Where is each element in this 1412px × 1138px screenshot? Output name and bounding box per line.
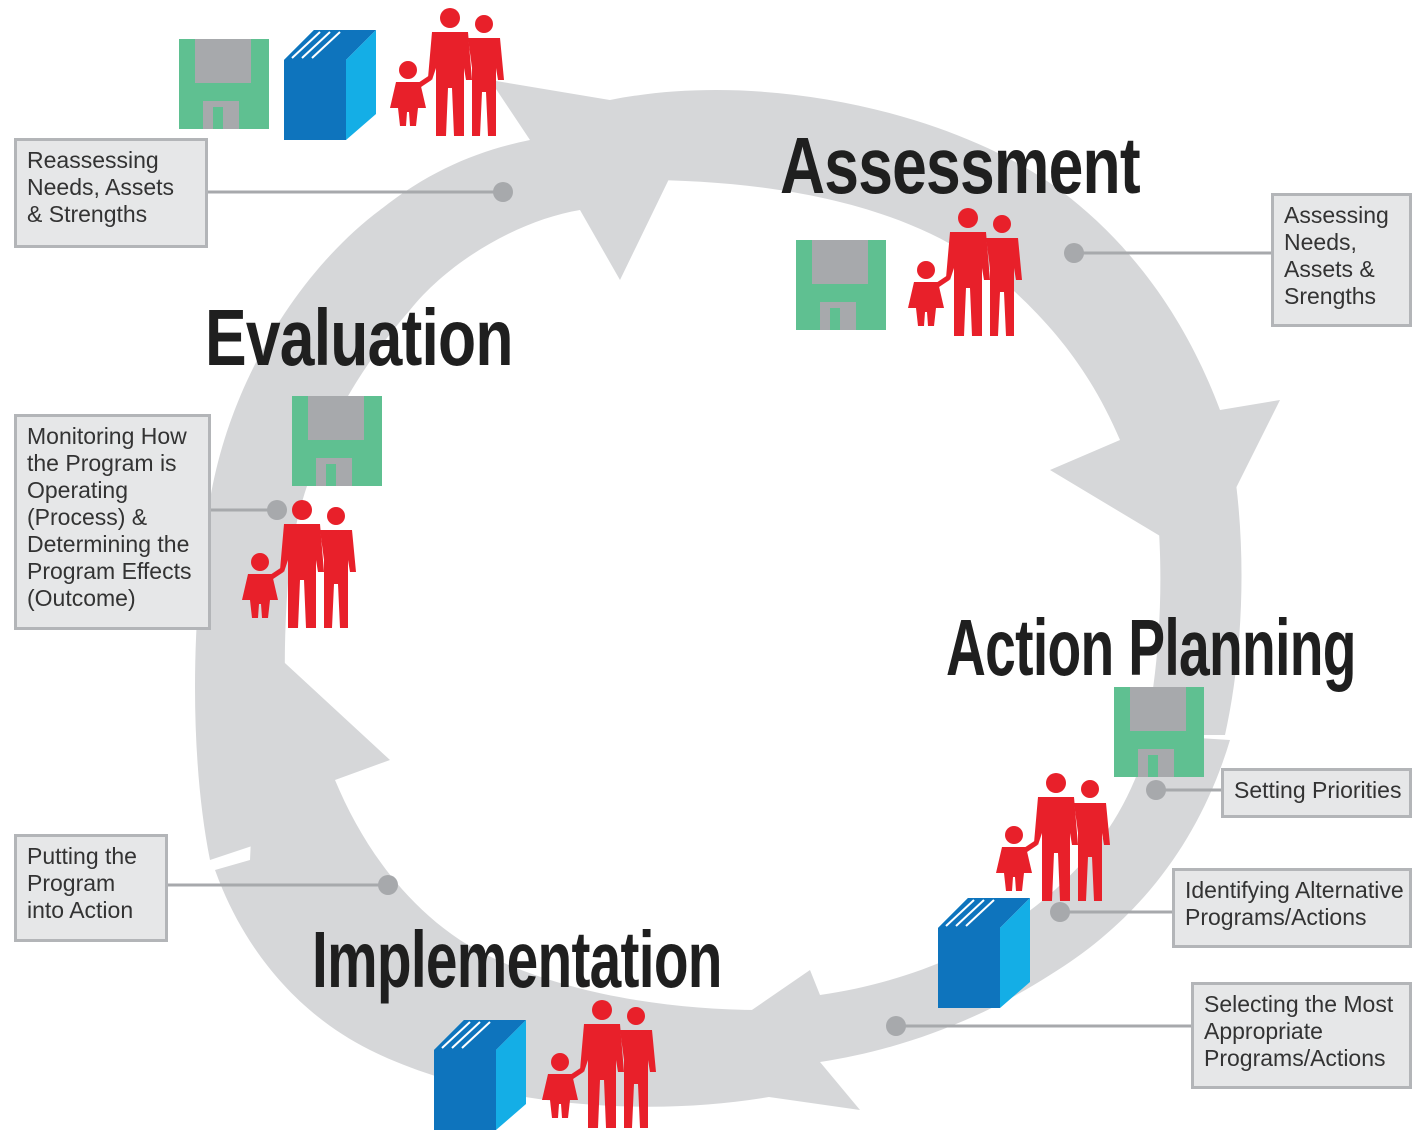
stage-title-evaluation: Evaluation xyxy=(205,293,514,382)
book-icon xyxy=(433,1019,527,1131)
callout-line: Determining the xyxy=(27,531,190,557)
arrow-evaluation xyxy=(195,80,700,860)
dot-selecting xyxy=(886,1016,906,1036)
dot-putting xyxy=(378,875,398,895)
book-icon xyxy=(283,29,377,141)
dot-monitoring xyxy=(267,500,287,520)
callout-line: Srengths xyxy=(1284,283,1377,309)
dot-identifying xyxy=(1050,902,1070,922)
callout-line: Programs/Actions xyxy=(1204,1045,1386,1071)
callout-line: Identifying Alternative xyxy=(1185,877,1404,903)
callout-line: Putting the xyxy=(27,843,137,869)
callout-line: Program xyxy=(27,870,116,896)
floppy-disk-icon xyxy=(1114,687,1204,777)
arrow-action-planning xyxy=(1145,420,1242,735)
dot-setting-priorities xyxy=(1146,780,1166,800)
callout-line: into Action xyxy=(27,897,134,923)
callout-line: Operating xyxy=(27,477,129,503)
callout-setting-priorities: Setting Priorities xyxy=(1221,768,1412,818)
dot-reassessing xyxy=(493,182,513,202)
callout-line: Appropriate xyxy=(1204,1018,1323,1044)
arrow-implementation xyxy=(215,640,780,1107)
callout-identifying: Identifying Alternative Programs/Actions xyxy=(1172,868,1412,948)
callout-line: & Strengths xyxy=(27,201,148,227)
callout-line: Program Effects xyxy=(27,558,192,584)
dot-assessing xyxy=(1064,243,1084,263)
callout-line: Monitoring How xyxy=(27,423,187,449)
callout-line: Reassessing xyxy=(27,147,159,173)
callout-line: Selecting the Most xyxy=(1204,991,1394,1017)
callout-selecting: Selecting the Most Appropriate Programs/… xyxy=(1191,982,1412,1089)
callout-reassessing: Reassessing Needs, Assets & Strengths xyxy=(14,138,208,248)
callout-line: Needs, Assets xyxy=(27,174,175,200)
callout-line: (Outcome) xyxy=(27,585,136,611)
stage-title-implementation: Implementation xyxy=(312,915,723,1004)
callout-monitoring: Monitoring How the Program is Operating … xyxy=(14,414,211,630)
stage-title-assessment: Assessment xyxy=(780,121,1141,210)
callout-assessing: Assessing Needs, Assets & Srengths xyxy=(1271,193,1412,327)
callout-line: Needs, xyxy=(1284,229,1357,255)
callout-putting: Putting the Program into Action xyxy=(14,834,168,942)
callout-line: Assets & xyxy=(1284,256,1375,282)
callout-line: Assessing xyxy=(1284,202,1389,228)
arrow-to-implementation xyxy=(650,735,1230,1110)
floppy-disk-icon xyxy=(796,240,886,330)
floppy-disk-icon xyxy=(179,39,269,129)
callout-line: (Process) & xyxy=(27,504,148,530)
callout-line: Programs/Actions xyxy=(1185,904,1367,930)
callout-line: Setting Priorities xyxy=(1234,777,1402,803)
stage-title-action-planning: Action Planning xyxy=(946,603,1356,692)
callout-line: the Program is xyxy=(27,450,177,476)
family-icon xyxy=(390,8,504,136)
book-icon xyxy=(937,897,1031,1009)
floppy-disk-icon xyxy=(292,396,382,486)
